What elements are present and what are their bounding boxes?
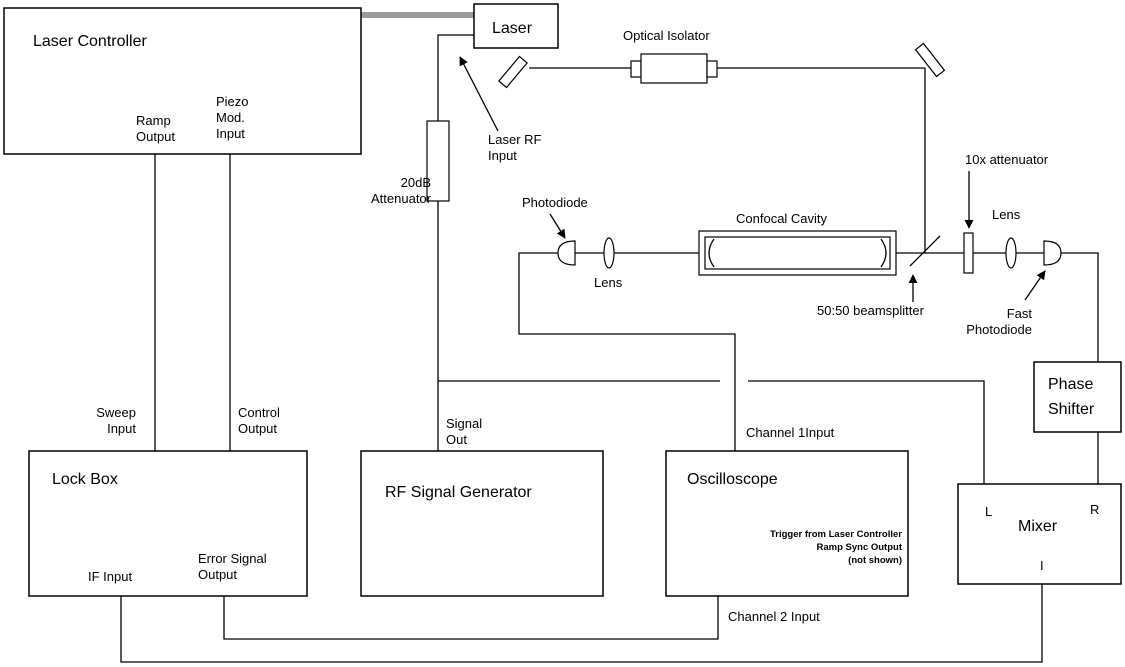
sweep-input-label-2: Input xyxy=(107,421,136,436)
wire-error-ch2 xyxy=(223,596,719,640)
fast-photodiode[interactable] xyxy=(1043,240,1062,266)
laser-rf-input-label-2: Input xyxy=(488,148,517,163)
ramp-output-label-2: Output xyxy=(136,129,175,144)
mixer-box[interactable] xyxy=(957,483,1122,585)
laser-rf-input-label-1: Laser RF xyxy=(488,132,542,147)
control-output-label-2: Output xyxy=(238,421,277,436)
signal-out-label-2: Out xyxy=(446,432,467,447)
laser-controller-box[interactable] xyxy=(3,7,362,155)
signal-out-label-1: Signal xyxy=(446,416,482,431)
attenuator-20db[interactable] xyxy=(426,120,450,202)
lens-left[interactable] xyxy=(603,237,615,269)
lens-right-label: Lens xyxy=(992,207,1021,222)
confocal-cavity-label: Confocal Cavity xyxy=(736,211,828,226)
phase-shifter-box[interactable] xyxy=(1033,361,1122,433)
channel1-input-label: Channel 1Input xyxy=(746,425,835,440)
lock-box-title: Lock Box xyxy=(52,471,118,488)
wire-laser-rf xyxy=(437,34,474,121)
channel2-input-label: Channel 2 Input xyxy=(728,609,820,624)
mirror-left[interactable] xyxy=(498,55,528,89)
laser-title: Laser xyxy=(492,20,533,37)
mixer-title: Mixer xyxy=(1018,518,1058,535)
phase-shifter-line1: Phase xyxy=(1048,376,1093,393)
trigger-note-line1: Trigger from Laser Controller xyxy=(770,529,902,540)
mixer-port-i: I xyxy=(1040,558,1044,573)
beamsplitter-label: 50:50 beamsplitter xyxy=(817,303,925,318)
control-output-label-1: Control xyxy=(238,405,280,420)
optical-isolator[interactable] xyxy=(630,53,718,84)
if-input-label: IF Input xyxy=(88,569,132,584)
wire-rf-split-right xyxy=(748,380,985,484)
error-signal-label-2: Output xyxy=(198,567,237,582)
mirror-right[interactable] xyxy=(914,42,946,78)
wires xyxy=(120,12,1099,663)
lens-right[interactable] xyxy=(1005,237,1017,269)
phase-shifter-line2: Shifter xyxy=(1048,401,1095,418)
fast-photodiode-label-2: Photodiode xyxy=(966,322,1032,337)
wire-photodiode-ch1 xyxy=(518,252,736,451)
beamsplitter[interactable] xyxy=(909,235,941,267)
laser-box[interactable] xyxy=(473,3,559,49)
photodiode-arrow xyxy=(549,213,566,239)
ramp-output-label-1: Ramp xyxy=(136,113,171,128)
laser-rf-arrow xyxy=(459,56,499,132)
piezo-label-1: Piezo xyxy=(216,94,249,109)
oscilloscope-title: Oscilloscope xyxy=(687,471,778,488)
fast-photodiode-arrow xyxy=(1024,270,1046,301)
attenuator-10x-label: 10x attenuator xyxy=(965,152,1049,167)
confocal-cavity[interactable] xyxy=(698,230,897,276)
optical-isolator-label: Optical Isolator xyxy=(623,28,710,43)
attenuator-10x[interactable] xyxy=(963,232,974,274)
attenuator-label-1: 20dB xyxy=(401,175,431,190)
trigger-note-line3: (not shown) xyxy=(848,555,902,566)
lens-left-label: Lens xyxy=(594,275,623,290)
mixer-port-r: R xyxy=(1090,502,1099,517)
error-signal-label-1: Error Signal xyxy=(198,551,267,566)
trigger-note-line2: Ramp Sync Output xyxy=(816,542,902,553)
rf-generator-title: RF Signal Generator xyxy=(385,484,532,501)
photodiode[interactable] xyxy=(557,240,576,266)
oscilloscope-box[interactable] xyxy=(665,450,909,597)
attenuator-label-2: Attenuator xyxy=(371,191,432,206)
lock-box[interactable] xyxy=(28,450,308,597)
mixer-port-l: L xyxy=(985,504,992,519)
sweep-input-label-1: Sweep xyxy=(96,405,136,420)
laser-controller-title: Laser Controller xyxy=(33,33,148,50)
wire-mixer-if xyxy=(120,584,1043,663)
fast-photodiode-label-1: Fast xyxy=(1007,306,1033,321)
piezo-label-3: Input xyxy=(216,126,245,141)
rf-generator-box[interactable] xyxy=(360,450,604,597)
wire-fastpd-phase xyxy=(1060,252,1099,362)
photodiode-label: Photodiode xyxy=(522,195,588,210)
piezo-label-2: Mod. xyxy=(216,110,245,125)
